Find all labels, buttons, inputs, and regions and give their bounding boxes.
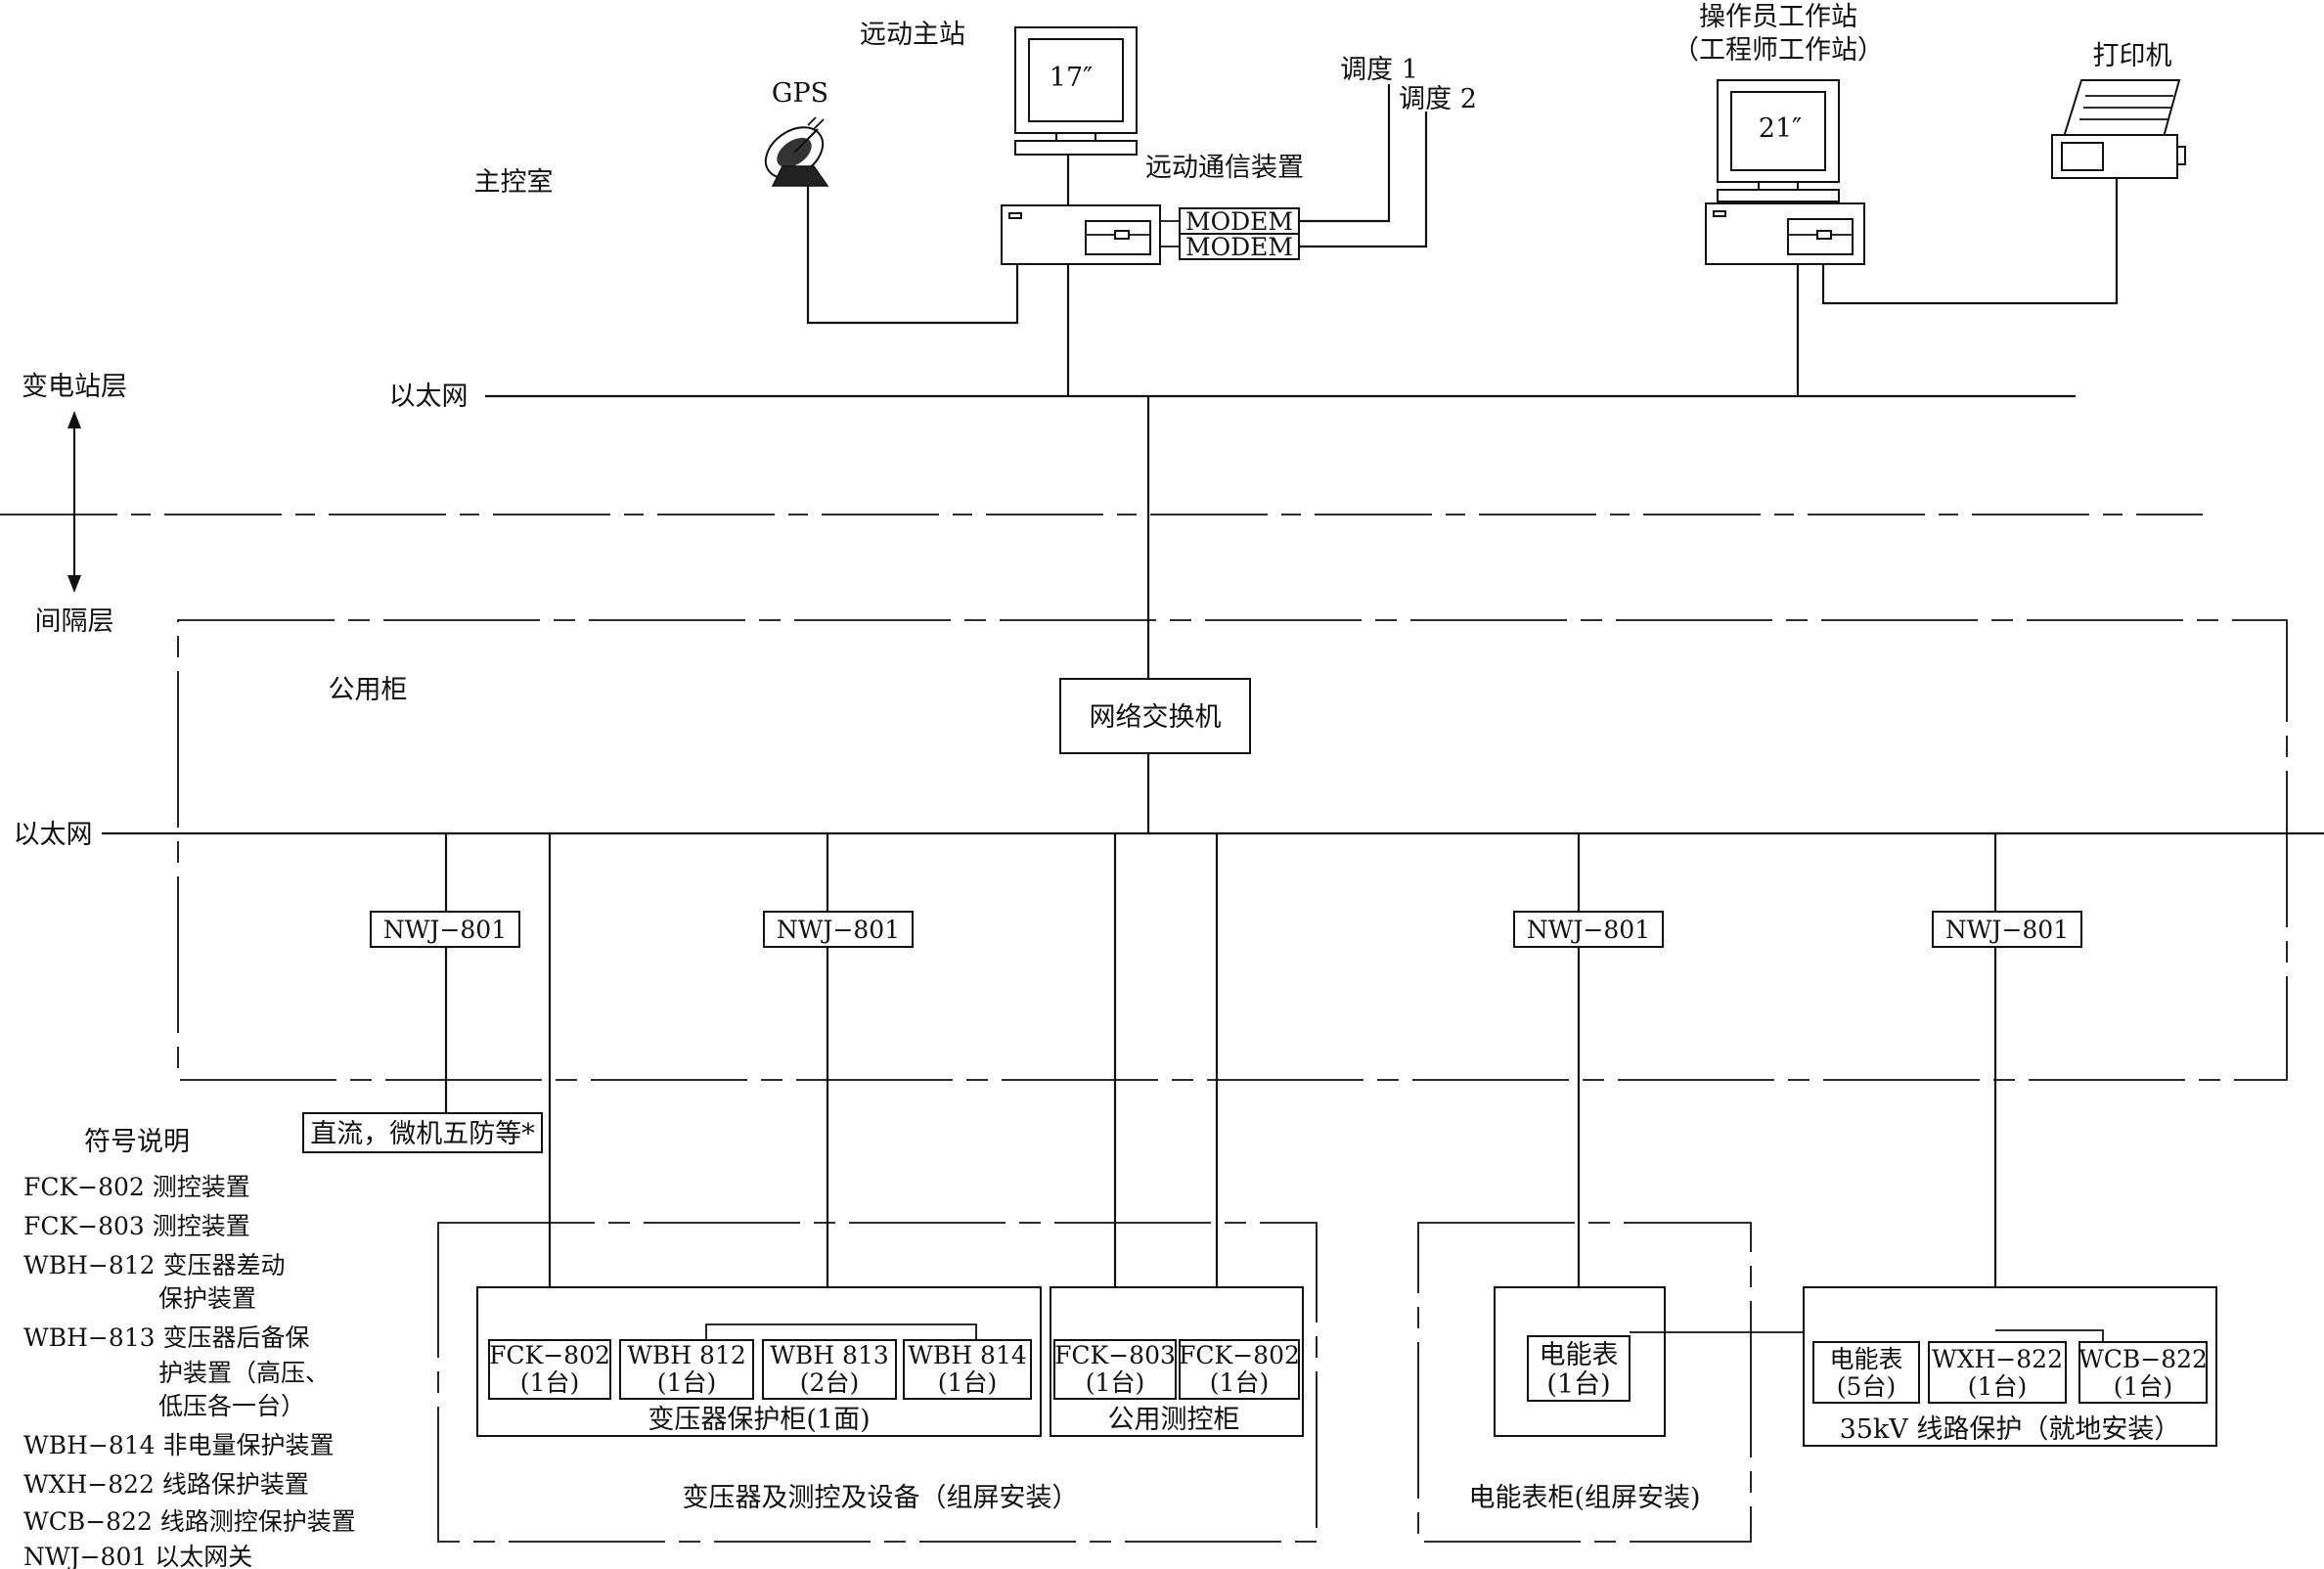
legend-item: WBH−813 变压器后备保 [23, 1323, 309, 1352]
legend-item: 保护装置 [158, 1284, 256, 1313]
printer-link [1821, 178, 2119, 305]
gps-label: GPS [772, 78, 828, 109]
svg-text:NWJ−801: NWJ−801 [383, 916, 507, 944]
svg-text:(5台): (5台) [1837, 1372, 1896, 1401]
energy-meter-1: 电能表 (1台) [1494, 1286, 1666, 1437]
network-switch-box [1059, 678, 1251, 754]
fck-803-device: FCK−803 (1台) [1053, 1339, 1177, 1400]
operator-monitor-icon [1717, 79, 1840, 202]
wxh-822-device: WXH−822 (1台) [1928, 1341, 2067, 1404]
fck-802-device-a: FCK−802 (1台) [488, 1339, 611, 1400]
public-cabinet-label: 公用柜 [329, 675, 408, 705]
modem-1-label: MODEM [1185, 207, 1293, 236]
svg-text:(1台): (1台) [657, 1368, 716, 1397]
legend-item: 护装置（高压、 [158, 1359, 330, 1387]
main-control-room-label: 主控室 [474, 167, 554, 198]
transformer-group-label: 变压器及测控及设备（组屏安装） [683, 1483, 1079, 1513]
svg-text:电能表: 电能表 [1540, 1340, 1619, 1370]
svg-text:FCK−802: FCK−802 [1179, 1341, 1300, 1369]
svg-text:(1台): (1台) [2114, 1372, 2172, 1401]
svg-text:NWJ−801: NWJ−801 [777, 916, 900, 944]
legend-item: FCK−803 测控装置 [23, 1212, 250, 1240]
remote-master-label: 远动主站 [860, 20, 965, 50]
nwj-801-gateway-4: NWJ−801 [1932, 833, 2082, 1330]
legend-title: 符号说明 [84, 1127, 190, 1157]
printer-label: 打印机 [2093, 41, 2172, 71]
transformer-protection-cabinet-label: 变压器保护柜(1面) [648, 1405, 870, 1435]
svg-text:WXH−822: WXH−822 [1932, 1345, 2063, 1373]
wbh-812-device: WBH 812 (1台) [619, 1339, 754, 1400]
svg-text:电能表: 电能表 [1829, 1345, 1902, 1373]
svg-text:NWJ−801: NWJ−801 [1527, 916, 1650, 944]
nwj-801-gateway-2: NWJ−801 [763, 833, 914, 1330]
dc-five-prevention-box [302, 1112, 543, 1153]
legend-item: NWJ−801 以太网关 [23, 1543, 252, 1569]
svg-text:WBH 812: WBH 812 [627, 1341, 746, 1369]
bay-layer-label: 间隔层 [35, 606, 114, 637]
engineer-station-label: （工程师工作站） [1673, 35, 1884, 66]
svg-text:FCK−803: FCK−803 [1054, 1341, 1176, 1369]
remote-comm-device-icon [1001, 204, 1161, 265]
modem-2-label: MODEM [1185, 233, 1293, 261]
ethernet-mid-label: 以太网 [14, 820, 93, 850]
gps-dish-icon [764, 116, 829, 187]
legend-item: WBH−812 变压器差动 [23, 1251, 285, 1279]
nwj-801-gateway-1: NWJ−801 [370, 833, 520, 1113]
wbh-813-device: WBH 813 (2台) [762, 1339, 897, 1400]
svg-text:WBH 814: WBH 814 [908, 1341, 1027, 1369]
remote-master-monitor-icon [1014, 26, 1138, 156]
svg-text:(1台): (1台) [1210, 1368, 1269, 1397]
legend-item: 低压各一台） [158, 1392, 305, 1420]
wbh-814-device: WBH 814 (1台) [903, 1339, 1032, 1400]
public-measure-control-cabinet-label: 公用测控柜 [1108, 1405, 1240, 1435]
ethernet-top-label: 以太网 [389, 381, 469, 412]
line-protection-bus [1995, 1329, 2104, 1342]
nwj-801-gateway-3: NWJ−801 [1513, 833, 1664, 1287]
svg-text:(1台): (1台) [1968, 1372, 2027, 1401]
fck-802-device-b: FCK−802 (1台) [1179, 1339, 1300, 1400]
modem-1-box [1179, 207, 1300, 235]
legend-item: WCB−822 线路测控保护装置 [23, 1507, 356, 1536]
svg-text:(1台): (1台) [1086, 1368, 1144, 1397]
svg-text:NWJ−801: NWJ−801 [1945, 916, 2069, 944]
svg-text:(1台): (1台) [1546, 1369, 1610, 1400]
operator-pc-icon [1705, 202, 1865, 265]
modem-2-box [1179, 233, 1300, 260]
monitor-17-label: 17″ [1050, 63, 1093, 93]
dispatch-1-link [1299, 84, 1391, 223]
monitor-21-label: 21″ [1759, 113, 1802, 144]
dc-five-prevention-label: 直流，微机五防等* [310, 1119, 535, 1149]
dispatch-2-label: 调度 2 [1399, 84, 1477, 114]
svg-text:WCB−822: WCB−822 [2078, 1345, 2208, 1373]
energy-meter-cabinet-label: 电能表柜(组屏安装) [1468, 1483, 1700, 1513]
legend-item: FCK−802 测控装置 [23, 1173, 250, 1201]
energy-meter-cabinet-outline [1417, 1222, 1752, 1543]
remote-comm-device-label: 远动通信装置 [1145, 153, 1304, 183]
svg-text:WBH 813: WBH 813 [770, 1341, 889, 1369]
transformer-group-outline [437, 1222, 1318, 1543]
energy-meter-5: 电能表 (5台) [1812, 1341, 1920, 1404]
legend-item: WBH−814 非电量保护装置 [23, 1431, 334, 1459]
operator-station-label: 操作员工作站 [1699, 2, 1857, 32]
svg-text:FCK−802: FCK−802 [489, 1341, 610, 1369]
svg-text:(2台): (2台) [800, 1368, 859, 1397]
gps-link [806, 186, 1019, 325]
dispatch-2-link [1299, 112, 1428, 248]
dispatch-1-label: 调度 1 [1340, 55, 1418, 85]
svg-text:(1台): (1台) [520, 1368, 579, 1397]
public-cabinet-outline [177, 619, 2288, 1081]
legend-item: WXH−822 线路保护装置 [23, 1470, 309, 1499]
svg-text:(1台): (1台) [938, 1368, 997, 1397]
wbh-bus [705, 1323, 977, 1340]
legend: 符号说明 FCK−802 测控装置 FCK−803 测控装置 WBH−812 变… [23, 1127, 356, 1569]
printer-icon [2051, 79, 2186, 179]
line-protection-35kv-label: 35kV 线路保护（就地安装） [1840, 1414, 2181, 1445]
wcb-822-device: WCB−822 (1台) [2078, 1341, 2208, 1404]
network-switch-label: 网络交换机 [1090, 702, 1222, 733]
substation-layer-label: 变电站层 [22, 372, 127, 402]
